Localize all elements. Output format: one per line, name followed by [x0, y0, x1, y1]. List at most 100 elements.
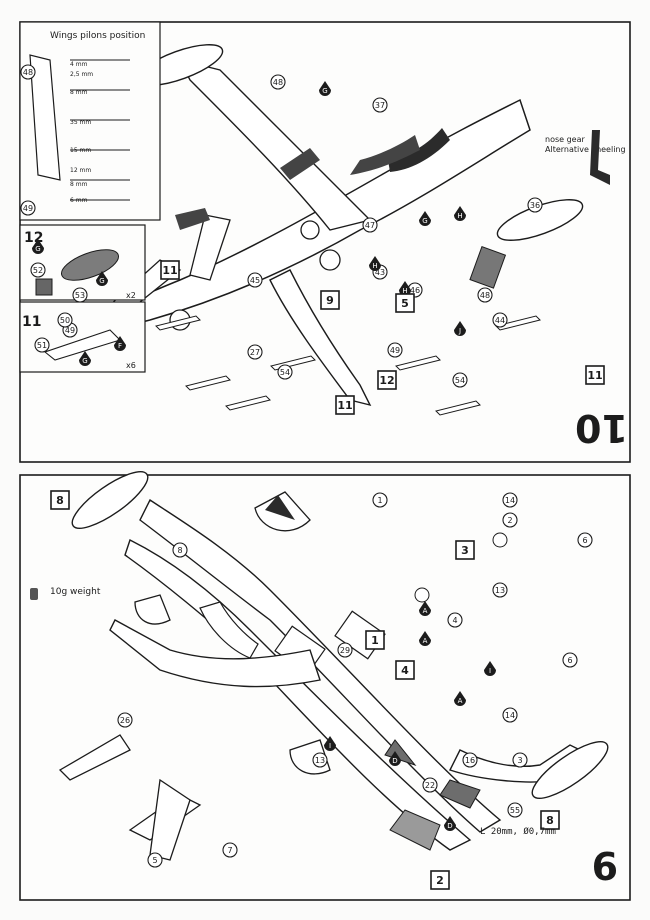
step-ref-frame [160, 260, 180, 280]
letter-callout-drop [444, 816, 456, 831]
part-callout: 50 [57, 312, 73, 328]
part-callout-circle [512, 752, 528, 768]
part-callout-number: 6 [582, 536, 587, 545]
part-callout-number: 49 [23, 204, 33, 213]
right-wing [109, 619, 321, 688]
letter-callout-label: H [372, 262, 377, 270]
part-callout-circle [117, 712, 133, 728]
part-callout-number: 43 [375, 268, 385, 277]
part-callout-number: 1 [377, 496, 382, 505]
inset-dim-label: 8 mm [70, 181, 88, 188]
part-callout-circle [372, 492, 388, 508]
part-callout-number: 48 [23, 68, 33, 77]
step-ref-box: 11 [585, 365, 605, 385]
step-ref-box: 9 [320, 290, 340, 310]
letter-callout-drop [419, 601, 431, 616]
step-ref-number: 5 [401, 297, 409, 310]
wheel-9 [414, 587, 430, 603]
part-callout: 27 [247, 344, 263, 360]
letter-callout-drop [419, 211, 431, 226]
part-callout: 37 [372, 97, 388, 113]
part-callout-circle [172, 542, 188, 558]
part-callout-number: 27 [250, 348, 260, 357]
part-callout-number: 6 [567, 656, 572, 665]
rocket [435, 400, 481, 416]
part-callout-circle [507, 802, 523, 818]
part-callout-number: 13 [315, 756, 325, 765]
part-callout: 13 [312, 752, 328, 768]
part-callout-circle [247, 272, 263, 288]
part-callout: 48 [477, 287, 493, 303]
inset-title: Wings pilons position [50, 31, 145, 41]
part-callout-number: 52 [33, 266, 43, 275]
step-ref-frame [50, 490, 70, 510]
part-callout: 49 [20, 200, 36, 216]
fuel-tank-inset [61, 249, 119, 281]
part-callout-circle [57, 312, 73, 328]
part-callout: 36 [527, 197, 543, 213]
step-ref-number: 11 [587, 369, 602, 382]
part-callout-number: 37 [375, 101, 385, 110]
mesh-panel-55 [439, 779, 481, 809]
part-callout: 7 [222, 842, 238, 858]
part-callout: 48 [20, 64, 36, 80]
part-callout-number: 8 [177, 546, 182, 555]
part-callout-circle [20, 200, 36, 216]
part-callout: 22 [422, 777, 438, 793]
letter-callout: A [419, 631, 431, 646]
hatch-44 [469, 245, 507, 289]
step-ref-box: 8 [50, 490, 70, 510]
part-callout: 48 [270, 74, 286, 90]
step-ref-box: 1 [365, 630, 385, 650]
letter-callout: I [324, 736, 336, 751]
letter-callout-label: A [423, 607, 428, 615]
step-9-frame [19, 474, 631, 901]
part-callout-circle [527, 197, 543, 213]
part-callout-number: 36 [530, 201, 540, 210]
dim-lines-inset [70, 59, 130, 201]
step-ref-box: 3 [455, 540, 475, 560]
letter-callout-label: D [447, 822, 452, 830]
inset-11-number: 11 [22, 314, 41, 330]
step-9-panel: 9 [19, 471, 631, 901]
part-callout-circle [72, 287, 88, 303]
wing-outline-inset [29, 54, 61, 181]
step-ref-frame [540, 810, 560, 830]
part-callout-circle [20, 64, 36, 80]
part-callout-circle [577, 532, 593, 548]
part-callout-number: 4 [452, 616, 457, 625]
part-callout-number: 49 [390, 346, 400, 355]
letter-callout: I [484, 661, 496, 676]
letter-callout-drop [369, 256, 381, 271]
nose-wheel [300, 220, 320, 240]
part-callout: 14 [502, 492, 518, 508]
letter-callout-label: I [329, 742, 331, 750]
letter-callout: J [454, 321, 466, 336]
part-callout-number: 48 [273, 78, 283, 87]
inset-12-qty: x2 [126, 291, 136, 300]
step-ref-number: 9 [326, 294, 334, 307]
inset-dim-label: 8 mm [70, 89, 88, 96]
step-ref-box: 4 [395, 660, 415, 680]
part-callout-circle [270, 74, 286, 90]
letter-callout: A [454, 691, 466, 706]
part-callout-circle [30, 262, 46, 278]
bay-door-1 [280, 148, 320, 180]
part-callout-number: 51 [37, 341, 47, 350]
part-callout: 1 [372, 492, 388, 508]
letter-callout: A [419, 601, 431, 616]
part-callout: 44 [492, 312, 508, 328]
letter-callout-label: G [422, 217, 427, 225]
part-callout-circle [502, 492, 518, 508]
part-callout-circle [562, 652, 578, 668]
step-ref-number: 1 [371, 634, 379, 647]
letter-callout-drop [454, 206, 466, 221]
part-callout-number: 49 [65, 326, 75, 335]
letter-callout-drop [32, 239, 44, 254]
weight-note: 10g weight [50, 587, 101, 597]
part-callout: 29 [337, 642, 353, 658]
part-callout: 51 [34, 337, 50, 353]
part-callout: 47 [362, 217, 378, 233]
